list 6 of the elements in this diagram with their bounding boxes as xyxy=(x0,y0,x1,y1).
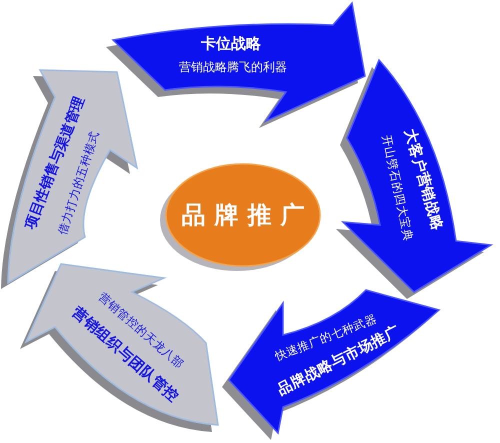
step-title: 卡位战略 xyxy=(201,36,261,52)
cycle-step xyxy=(104,0,368,130)
step-subtitle: 营销战略腾飞的利器 xyxy=(179,61,287,73)
cycle-step xyxy=(334,58,494,301)
cycle-step xyxy=(0,68,139,292)
hub-title: 品牌推广 xyxy=(180,203,314,227)
